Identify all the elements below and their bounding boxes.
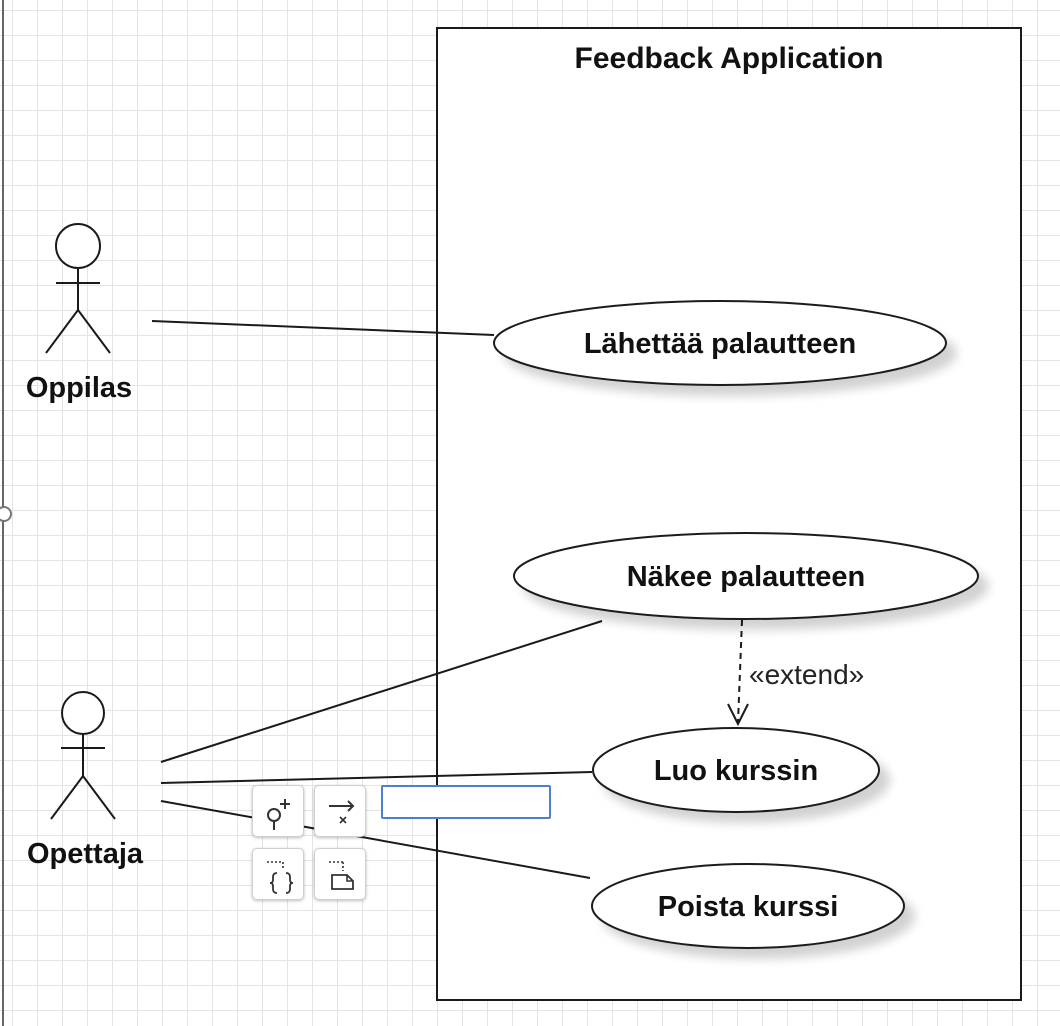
- edge-label-input[interactable]: [381, 785, 551, 819]
- association-opettaja-delete-course[interactable]: [160, 800, 591, 879]
- actor-opettaja[interactable]: Opettaja: [27, 691, 144, 870]
- use-case-create-course-label: Luo kurssin: [654, 755, 818, 787]
- association-oppilas-send-feedback[interactable]: [151, 320, 495, 336]
- actor-oppilas[interactable]: Oppilas: [26, 223, 132, 404]
- insert-bracket-button[interactable]: [252, 848, 304, 900]
- use-case-delete-course[interactable]: Poista kurssi: [591, 863, 905, 949]
- insert-note-icon: [329, 861, 354, 890]
- use-case-send-feedback-label: Lähettää palautteen: [584, 328, 856, 360]
- actor-opettaja-label: Opettaja: [27, 838, 144, 870]
- system-title: Feedback Application: [575, 42, 884, 75]
- insert-note-button[interactable]: [314, 848, 366, 900]
- connection-handle[interactable]: [0, 506, 12, 522]
- connect-remove-icon: [329, 800, 355, 824]
- stick-figure-icon: [50, 691, 116, 820]
- insert-bracket-icon: [267, 861, 294, 894]
- use-case-create-course[interactable]: Luo kurssin: [592, 727, 880, 813]
- extend-stereotype-label: «extend»: [749, 659, 864, 690]
- system-boundary[interactable]: Feedback Application: [436, 27, 1022, 1001]
- use-case-view-feedback[interactable]: Näkee palautteen: [513, 532, 979, 620]
- add-waypoint-icon: [267, 799, 290, 830]
- add-waypoint-button[interactable]: [252, 785, 304, 837]
- actor-oppilas-label: Oppilas: [26, 372, 132, 404]
- use-case-delete-course-label: Poista kurssi: [658, 891, 839, 923]
- association-opettaja-create-course[interactable]: [160, 771, 593, 784]
- use-case-view-feedback-label: Näkee palautteen: [627, 561, 866, 593]
- use-case-send-feedback[interactable]: Lähettää palautteen: [493, 300, 947, 386]
- connect-remove-button[interactable]: [314, 785, 366, 837]
- stick-figure-icon: [45, 223, 111, 354]
- extend-relation[interactable]: «extend»: [727, 619, 864, 727]
- association-opettaja-view-feedback[interactable]: [160, 620, 603, 763]
